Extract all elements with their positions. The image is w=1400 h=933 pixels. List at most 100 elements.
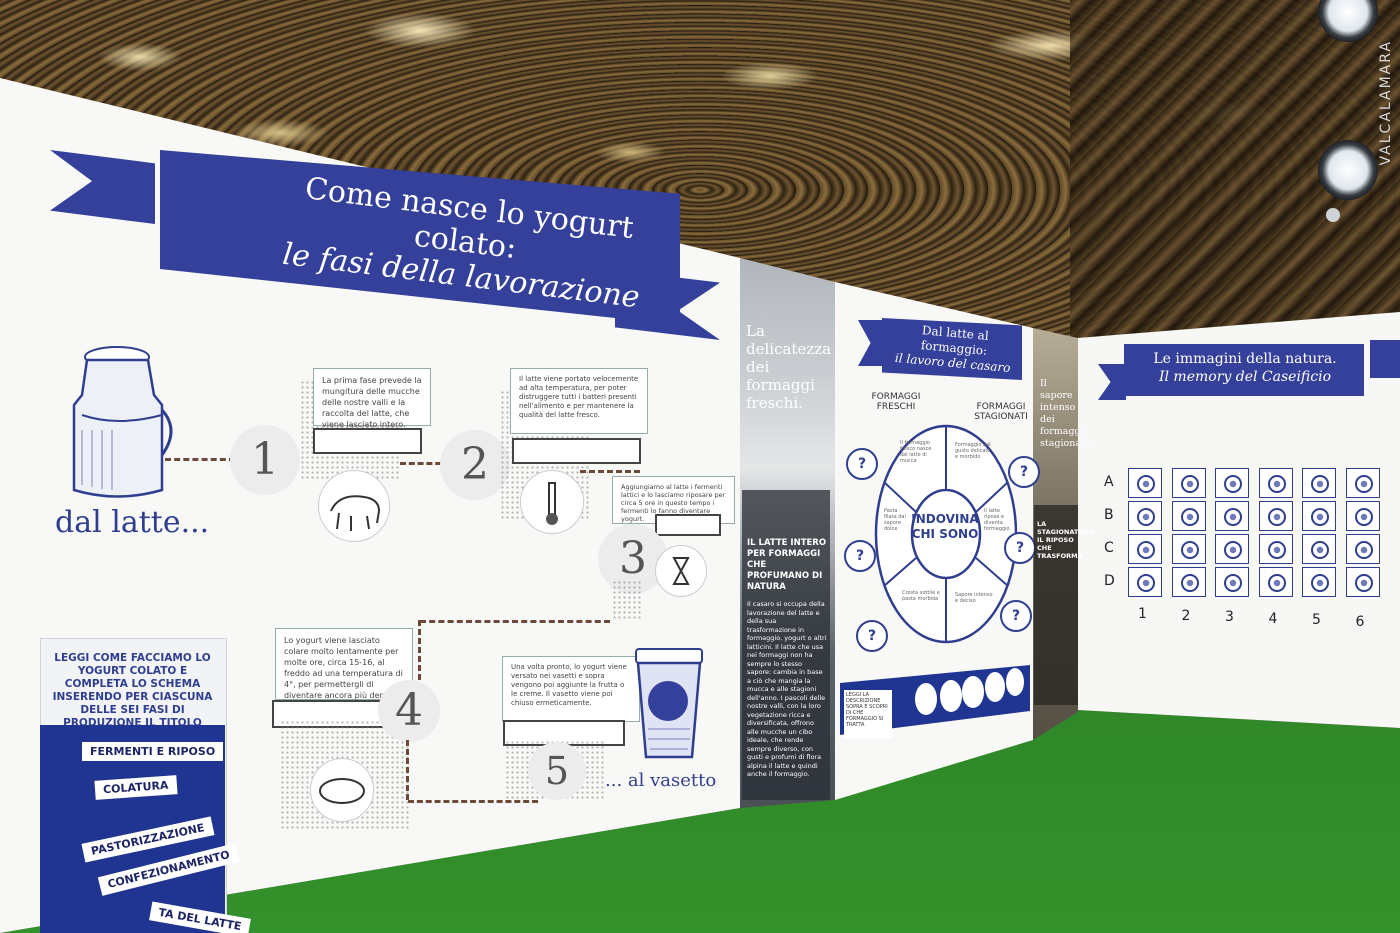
memory-card[interactable]: [1128, 501, 1162, 531]
segment-text: Pasta filata dal sapore dolce: [884, 508, 906, 532]
memory-card[interactable]: [1345, 567, 1380, 597]
guess-wheel: [874, 424, 1018, 644]
footer-note: LEGGI LA DESCRIZIONE SOPRA E SCOPRI DI C…: [844, 690, 892, 738]
memory-col-label: 2: [1181, 607, 1191, 624]
memory-card[interactable]: [1215, 468, 1249, 498]
question-mark-icon[interactable]: ?: [1008, 456, 1040, 488]
footer-circle-icon: [985, 672, 1005, 702]
memory-card[interactable]: [1345, 534, 1380, 564]
memory-row-label: A: [1104, 474, 1114, 490]
memory-card[interactable]: [1258, 534, 1293, 564]
camera-icon: [1326, 208, 1340, 222]
segment-text: Il latte riposa e diventa formaggio: [984, 508, 1010, 532]
memory-row-label: B: [1104, 507, 1114, 523]
memory-card[interactable]: [1215, 501, 1249, 531]
step-5-text: Una volta pronto, lo yogurt viene versat…: [502, 656, 640, 722]
memory-card[interactable]: [1128, 567, 1162, 597]
question-mark-icon[interactable]: ?: [844, 540, 876, 572]
path-line: [420, 620, 610, 623]
question-mark-icon[interactable]: ?: [1004, 532, 1036, 564]
middle-banner: [882, 318, 1022, 380]
step-3-answer-slot[interactable]: [655, 514, 721, 536]
path-line: [165, 458, 235, 461]
step-1-answer-slot[interactable]: [313, 428, 422, 454]
to-jar-label: ... al vasetto: [605, 770, 717, 791]
aged-cheeses-label: FORMAGGI STAGIONATI: [974, 402, 1028, 422]
memory-card[interactable]: [1171, 501, 1206, 531]
right-banner-end: [1370, 340, 1400, 378]
memory-card[interactable]: [1345, 468, 1380, 498]
path-line: [400, 462, 450, 465]
right-banner: [1124, 344, 1364, 396]
question-mark-icon[interactable]: ?: [1000, 600, 1032, 632]
segment-text: Formaggio dal gusto delicato e morbido: [955, 442, 991, 460]
step-1-text: La prima fase prevede la mungitura delle…: [313, 368, 431, 429]
memory-row-label: D: [1104, 573, 1115, 589]
path-line: [408, 800, 538, 803]
fresh-text-box: [742, 490, 830, 800]
fresh-body: Il casaro si occupa della lavorazione de…: [747, 600, 827, 778]
memory-card[interactable]: [1128, 468, 1162, 498]
step-2: 2: [440, 430, 510, 500]
memory-col-label: 3: [1225, 609, 1234, 625]
watermark: VALCALAMARA: [1378, 40, 1394, 166]
memory-card[interactable]: [1215, 534, 1249, 564]
fresh-cheeses-label: FORMAGGI FRESCHI: [871, 392, 921, 412]
footer-circle-icon: [940, 680, 962, 712]
aged-subhead: LA STAGIONATURA: IL RIPOSO CHE TRASFORMA: [1037, 520, 1097, 560]
memory-card[interactable]: [1215, 567, 1249, 597]
memory-card[interactable]: [1171, 534, 1206, 564]
yogurt-cup-icon: [635, 648, 703, 759]
segment-text: Sapore intenso e deciso: [955, 592, 993, 604]
memory-card[interactable]: [1171, 468, 1206, 498]
halftone-pattern: [612, 580, 642, 620]
fresh-subhead: IL LATTE INTERO PER FORMAGGI CHE PROFUMA…: [747, 538, 827, 592]
step-2-text: Il latte viene portato velocemente ad al…: [510, 368, 648, 434]
right-title-line-2: Il memory del Caseificio: [1158, 369, 1332, 385]
memory-col-label: 4: [1268, 610, 1278, 627]
step-4: 4: [378, 680, 440, 742]
footer-circle-icon: [915, 683, 937, 715]
spotlight-icon: [1318, 140, 1378, 200]
memory-card[interactable]: [1258, 468, 1293, 498]
memory-card[interactable]: [1302, 567, 1336, 597]
hourglass-illustration-icon: [655, 545, 707, 597]
memory-card[interactable]: [1258, 501, 1293, 531]
memory-card[interactable]: [1302, 468, 1336, 498]
cow-illustration-icon: [318, 470, 390, 542]
memory-card[interactable]: [1345, 501, 1380, 531]
memory-card[interactable]: [1128, 534, 1162, 564]
memory-card[interactable]: [1302, 501, 1336, 531]
footer-circle-icon: [1006, 668, 1024, 696]
path-line: [418, 620, 421, 680]
right-title-line-1: Le immagini della natura.: [1153, 351, 1337, 367]
milk-can-icon: [72, 346, 173, 498]
thermometer-illustration-icon: [520, 470, 584, 534]
question-mark-icon[interactable]: ?: [856, 620, 888, 652]
segment-text: Crosta sottile e pasta morbida: [902, 590, 940, 602]
memory-col-label: 1: [1138, 606, 1147, 622]
path-line: [406, 740, 409, 800]
footer-circle-icon: [962, 676, 984, 708]
wheel-center-label: INDOVINA CHI SONO: [911, 512, 979, 541]
memory-col-label: 5: [1312, 612, 1321, 628]
strainer-illustration-icon: [310, 758, 374, 822]
memory-card[interactable]: [1258, 567, 1293, 597]
tag-fermenti[interactable]: FERMENTI E RIPOSO: [82, 742, 224, 761]
memory-card[interactable]: [1302, 534, 1336, 564]
aged-headline: Il sapore intenso dei formaggi stagionat…: [1040, 378, 1091, 449]
from-milk-label: dal latte...: [55, 505, 210, 540]
step-5: 5: [528, 742, 586, 800]
aged-text-box: [1034, 505, 1078, 705]
step-1: 1: [230, 425, 300, 495]
path-line: [580, 470, 640, 473]
question-mark-icon[interactable]: ?: [846, 448, 878, 480]
fresh-headline: La delicatezza dei formaggi freschi.: [746, 322, 832, 412]
memory-card[interactable]: [1171, 567, 1206, 597]
right-title: Le immagini della natura. Il memory del …: [1126, 350, 1364, 386]
segment-text: Il formaggio fresco nasce dal latte di m…: [900, 440, 932, 464]
memory-col-label: 6: [1355, 613, 1365, 630]
step-2-answer-slot[interactable]: [512, 438, 641, 464]
memory-row-label: C: [1104, 540, 1114, 556]
